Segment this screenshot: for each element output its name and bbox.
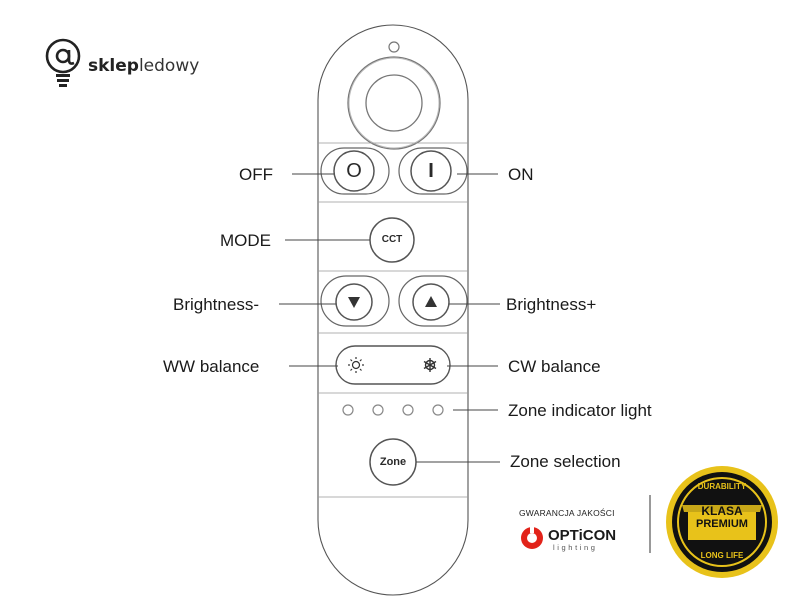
badge-main-1: KLASA — [701, 504, 743, 518]
snowflake-icon — [423, 358, 437, 372]
label-mode: MODE — [220, 231, 271, 250]
zone-button-label[interactable]: Zone — [379, 456, 407, 468]
badge-main-2: PREMIUM — [696, 518, 748, 530]
balance-rocker-button — [335, 345, 451, 385]
label-cw-balance: CW balance — [508, 357, 601, 376]
brand-wordmark: sklepledowy — [88, 56, 199, 76]
label-brightness-down: Brightness- — [173, 295, 259, 314]
label-zone-selection: Zone selection — [510, 452, 621, 471]
premium-badge-icon — [666, 466, 778, 578]
off-button-symbol[interactable]: O — [346, 160, 362, 182]
sun-icon — [348, 357, 364, 373]
badge-bottom-text: LONG LIFE — [700, 551, 744, 560]
zone-led-2-icon — [372, 404, 384, 416]
zone-led-3-icon — [402, 404, 414, 416]
brand-name-light: ledowy — [138, 56, 200, 76]
opticon-subtitle: lighting — [553, 543, 598, 552]
label-on: ON — [508, 165, 534, 184]
label-brightness-up: Brightness+ — [506, 295, 597, 314]
badge-top-text: DURABILITY — [697, 482, 747, 491]
opticon-wordmark: OPTiCON — [548, 527, 617, 544]
triangle-down-icon — [348, 297, 360, 308]
label-zone-indicator: Zone indicator light — [508, 401, 652, 420]
brand-name-bold: sklep — [88, 56, 139, 76]
remote-top-led-icon — [388, 41, 400, 53]
opticon-logo-icon — [521, 525, 543, 549]
zone-led-1-icon — [342, 404, 354, 416]
mode-button-label[interactable]: CCT — [381, 234, 403, 245]
zone-led-4-icon — [432, 404, 444, 416]
label-ww-balance: WW balance — [163, 357, 260, 376]
at-bulb-icon — [45, 38, 81, 87]
on-button-symbol[interactable]: I — [428, 160, 434, 182]
quality-guarantee-text: GWARANCJA JAKOŚCI — [519, 508, 615, 518]
triangle-up-icon — [425, 296, 437, 307]
label-off: OFF — [239, 165, 273, 184]
